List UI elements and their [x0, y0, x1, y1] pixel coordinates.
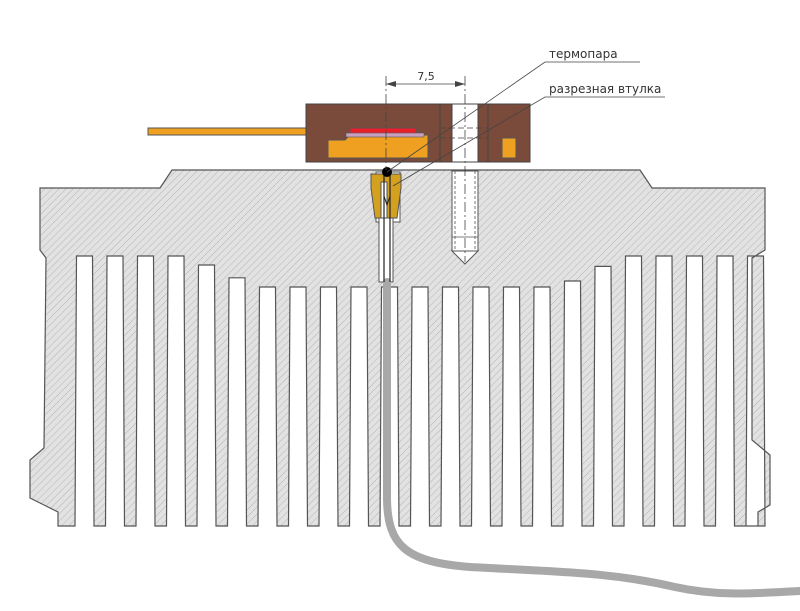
dimension-7-5: 7,5 [385, 70, 466, 262]
split-sleeve [370, 173, 402, 219]
thermocouple-wire [383, 173, 391, 282]
leader-lines [386, 61, 665, 187]
heatsink-profile [29, 169, 771, 527]
label-split-sleeve: разрезная втулка [549, 82, 661, 96]
dimension-value: 7,5 [417, 70, 435, 83]
power-component [147, 103, 531, 163]
label-thermocouple: термопара [549, 47, 618, 61]
thermocouple-cable [383, 278, 800, 598]
